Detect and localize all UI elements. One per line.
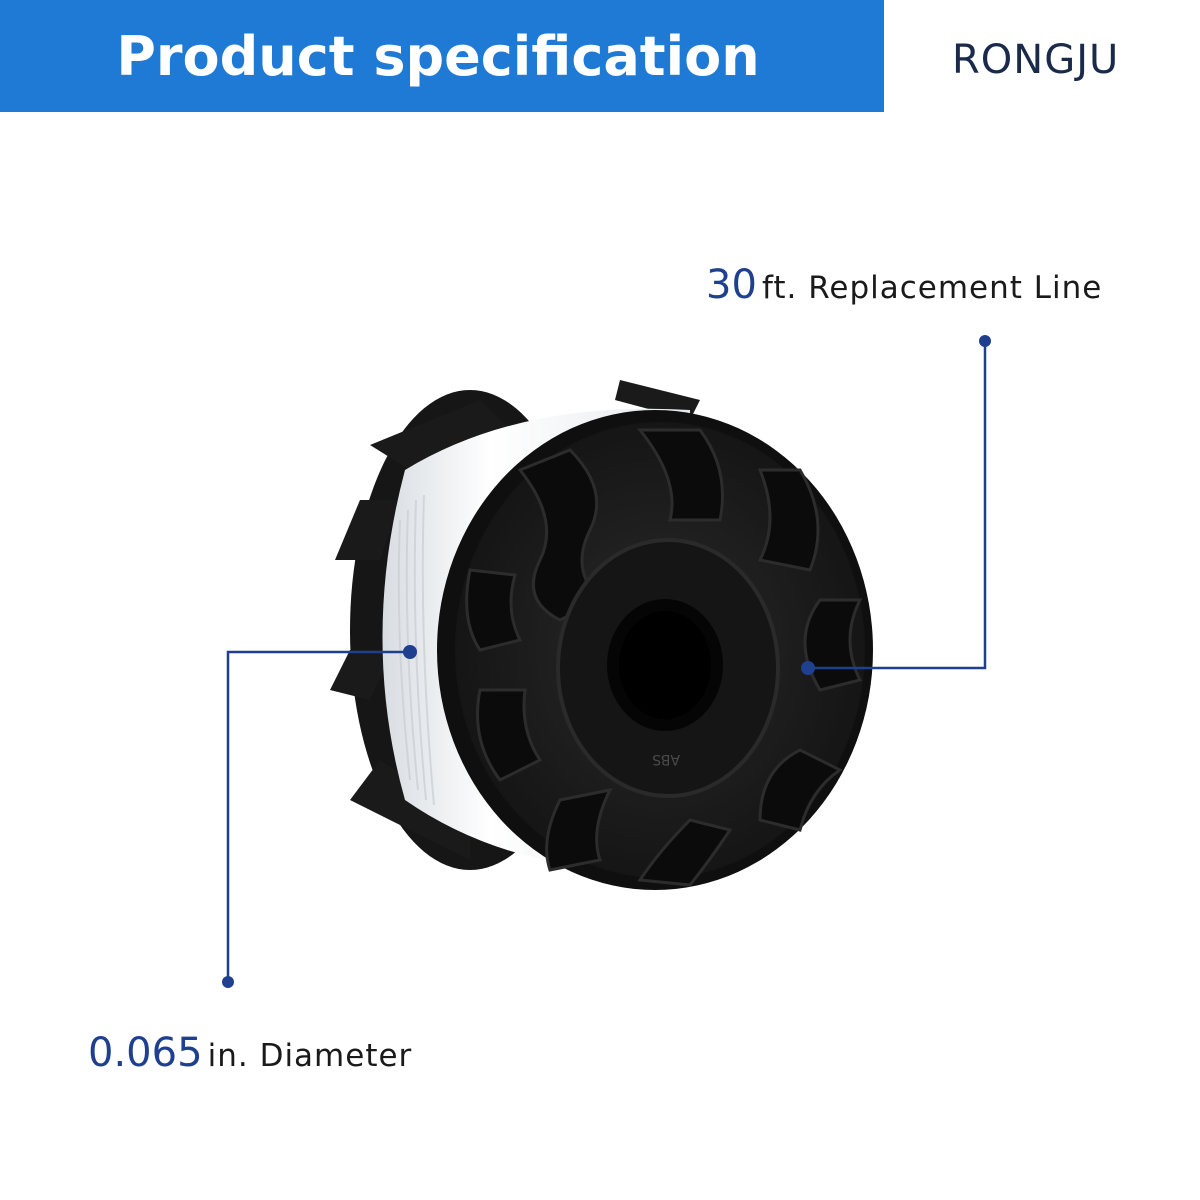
spec-diameter-value: 0.065 bbox=[88, 1030, 203, 1076]
spec-diameter: 0.065 in. Diameter bbox=[88, 1030, 412, 1076]
spool-marking: ABS bbox=[652, 751, 680, 767]
page-title: Product specification bbox=[116, 24, 760, 88]
callout-diameter bbox=[222, 645, 417, 988]
header-banner: Product specification bbox=[0, 0, 884, 112]
spec-line-length-label: ft. Replacement Line bbox=[762, 270, 1103, 306]
callout-replacement-line bbox=[801, 335, 991, 675]
spec-replacement-line: 30 ft. Replacement Line bbox=[706, 262, 1102, 308]
brand-name: RONGJU bbox=[952, 37, 1120, 83]
brand-logo: RONGJU bbox=[952, 36, 1119, 84]
spool-front-face: ABS bbox=[437, 410, 873, 890]
spec-diameter-label: in. Diameter bbox=[207, 1038, 413, 1074]
spec-line-length-value: 30 bbox=[706, 262, 757, 308]
